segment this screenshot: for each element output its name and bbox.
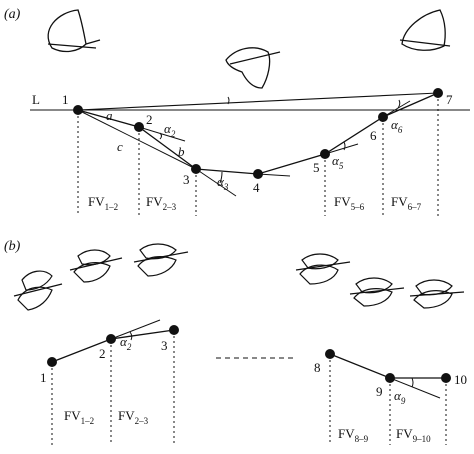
butterfly-icon [349,277,405,307]
point-label: 9 [376,384,383,399]
point-2 [134,122,144,132]
angle-arc [219,171,223,184]
angle-label-alpha-2: α2 [120,334,132,352]
point-2 [106,334,116,344]
point-9 [385,373,395,383]
extension-line [257,173,291,177]
angle-arc [397,99,401,109]
point-label: 2 [99,346,106,361]
point-4 [253,169,263,179]
point-label: 5 [313,160,320,175]
segment-c [77,109,197,170]
point-8 [325,349,335,359]
angle-arc [343,141,346,151]
point-label: 7 [446,92,453,107]
extension-line [382,100,411,118]
fv-label: FV9–10 [396,426,431,444]
point-label: 1 [62,92,69,107]
butterfly-icon [225,47,281,89]
chord-line [77,92,439,111]
flight-path [77,92,439,175]
segment-label-a: a [106,108,113,123]
fv-label: FV6–7 [391,194,422,212]
point-label: 1 [40,370,47,385]
angle-label-alpha-5: α5 [332,153,344,171]
point-6 [378,112,388,122]
butterfly-icon [47,9,101,53]
point-label: 8 [314,360,321,375]
path-points-left [47,325,179,367]
panel-b: (b) [4,239,467,445]
extension-line [324,143,359,155]
fv-label: FV8–9 [338,426,369,444]
angle-label-alpha-2: α2 [164,121,176,139]
point-label: 3 [161,338,168,353]
fv-label: FV2–3 [118,408,149,426]
angle-arc [411,377,414,388]
butterfly-icon [69,249,123,283]
point-1 [47,357,57,367]
extension-line [138,126,186,142]
dotted-guides-right [329,360,447,445]
panel-a: (a) L [4,7,470,216]
butterfly-icon [133,243,189,277]
angle-label-alpha-3: α3 [217,174,229,192]
fv-label: FV1–2 [64,408,94,426]
chord-angle-arc [227,96,230,105]
extension-line [110,319,161,340]
point-3 [191,164,201,174]
butterfly-icon [399,9,451,51]
point-5 [320,149,330,159]
point-10 [441,373,451,383]
point-label: 6 [370,128,377,143]
path-points-right [325,349,451,383]
point-1 [73,105,83,115]
panel-b-label: (b) [4,239,21,254]
extension-line [195,168,237,197]
dotted-guides [77,99,439,216]
point-label: 10 [454,372,467,387]
reference-line-label: L [32,92,40,107]
point-3 [169,325,179,335]
path-points [73,88,443,179]
extension-line [389,377,441,399]
dotted-guides-left [51,336,175,445]
segment-label-b: b [178,144,185,159]
point-7 [433,88,443,98]
angle-arc [129,331,133,341]
point-label: 3 [183,172,190,187]
butterfly-icon [409,279,465,309]
fv-label: FV5–6 [334,194,365,212]
angle-label-alpha-6: α6 [391,117,403,135]
point-label: 4 [253,180,260,195]
segment-label-c: c [117,139,123,154]
fv-label: FV1–2 [88,194,118,212]
point-label: 2 [146,112,153,127]
butterfly-icon [295,253,351,285]
fv-label: FV2–3 [146,194,177,212]
panel-a-label: (a) [4,7,21,22]
angle-label-alpha-9: α9 [394,388,406,406]
butterfly-icon [13,270,63,311]
angle-arc [159,132,162,140]
